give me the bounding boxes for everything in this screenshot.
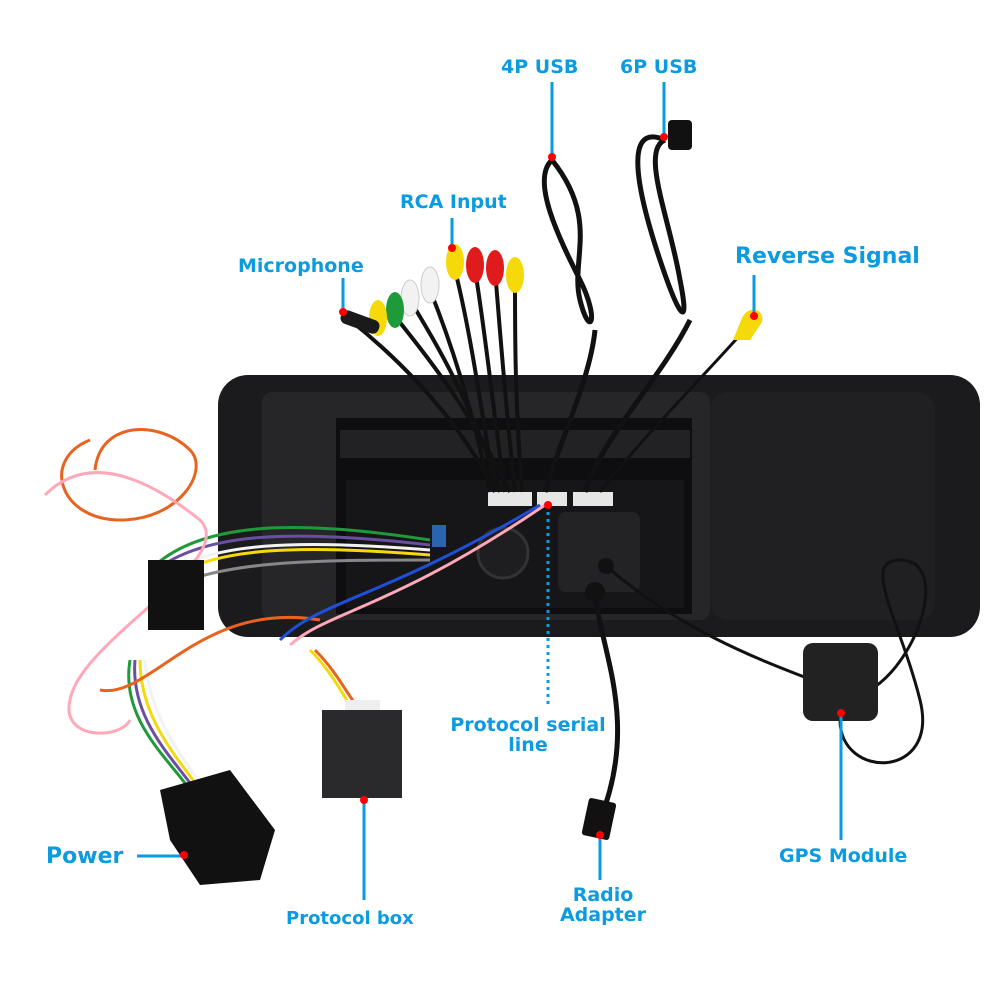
marker-4p-usb xyxy=(548,153,556,161)
marker-protocol-serial xyxy=(544,501,552,509)
usb-cables xyxy=(541,134,928,821)
power-connector-upper xyxy=(148,560,204,630)
marker-reverse xyxy=(750,312,758,320)
label-radio-adapter-2: Adapter xyxy=(559,903,647,926)
usb-4p-cable xyxy=(541,158,598,493)
label-reverse-signal: Reverse Signal xyxy=(735,244,920,269)
connector-block-middle xyxy=(537,492,567,506)
head-unit-side-panel xyxy=(710,392,935,620)
protocol-box-body xyxy=(322,710,402,798)
rca-plug xyxy=(486,250,504,286)
label-4p-usb: 4P USB xyxy=(501,56,579,78)
usb-6p-connector xyxy=(668,120,692,150)
marker-power xyxy=(180,851,188,859)
marker-protocol-box xyxy=(360,796,368,804)
protocol-box xyxy=(322,700,402,798)
label-radio-adapter: Radio Adapter xyxy=(553,884,653,926)
label-protocol-serial-line-1: Protocol serial xyxy=(450,714,606,736)
reverse-signal-plug xyxy=(733,309,763,340)
label-microphone: Microphone xyxy=(238,255,364,277)
label-gps-module: GPS Module xyxy=(779,845,908,867)
radio-cable xyxy=(592,591,621,821)
marker-microphone xyxy=(339,308,347,316)
label-protocol-box: Protocol box xyxy=(286,908,414,929)
microphone-jack xyxy=(340,310,380,334)
marker-gps xyxy=(837,709,845,717)
label-power: Power xyxy=(46,844,124,869)
marker-rca xyxy=(448,244,456,252)
label-6p-usb: 6P USB xyxy=(620,56,698,78)
rca-plug xyxy=(466,247,484,283)
head-unit xyxy=(218,375,980,637)
radio-adapter-plug xyxy=(581,798,617,840)
protocol-box-connector xyxy=(345,700,380,712)
connector-block-left xyxy=(488,492,532,506)
marker-6p-usb xyxy=(660,133,668,141)
rca-plugs xyxy=(340,244,524,336)
reverse-cable xyxy=(598,334,742,493)
label-rca-input: RCA Input xyxy=(400,191,507,213)
power-connector-lower xyxy=(160,770,275,885)
connector-block-right xyxy=(573,492,613,506)
power-connector xyxy=(148,560,275,885)
rca-cables xyxy=(348,269,524,493)
gps-module-body xyxy=(803,643,878,721)
gps-cable xyxy=(605,558,928,765)
label-radio-adapter-1: Radio xyxy=(572,884,634,906)
rca-plug xyxy=(506,257,524,293)
label-protocol-serial-line-2: line xyxy=(508,733,548,756)
usb-port-back xyxy=(432,525,446,547)
gps-antenna-port-housing xyxy=(558,512,640,592)
usb-6p-cable xyxy=(582,134,693,493)
rca-plug xyxy=(446,244,464,280)
label-protocol-serial-line: Protocol serial line xyxy=(448,714,608,756)
leader-lines xyxy=(137,82,843,900)
rca-plug xyxy=(386,292,404,328)
marker-radio xyxy=(596,831,604,839)
rca-plug xyxy=(420,266,440,304)
head-unit-rail xyxy=(340,430,690,458)
markers xyxy=(180,133,845,859)
